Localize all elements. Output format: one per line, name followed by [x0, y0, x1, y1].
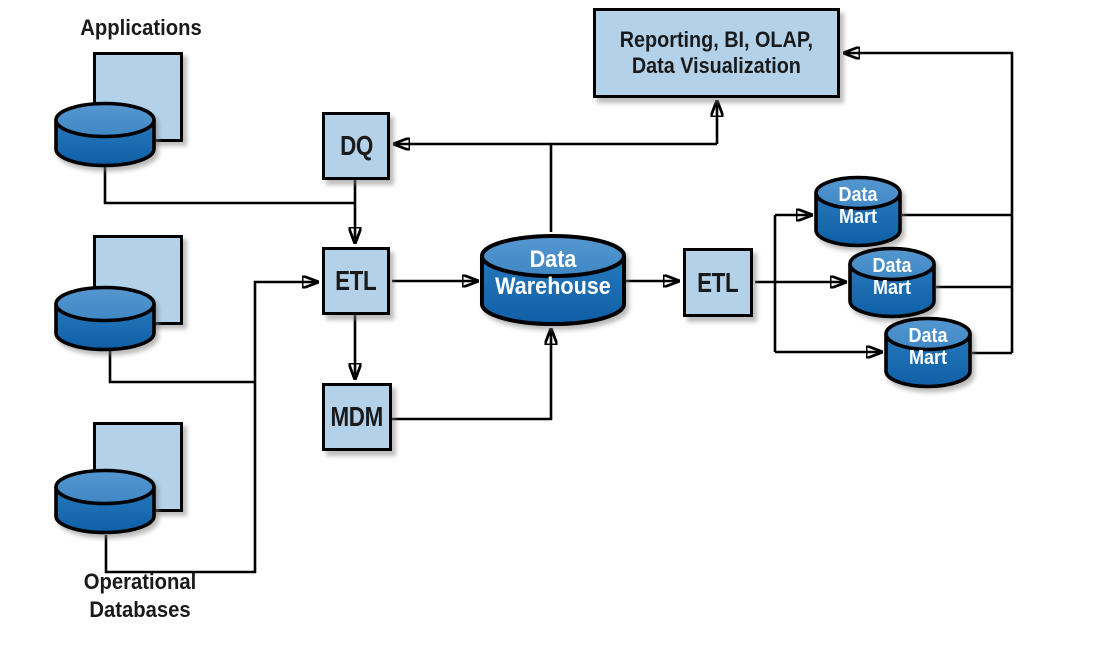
edge-source1-to-junction — [103, 166, 354, 205]
database-cylinder-icon — [54, 101, 156, 168]
etl-left-box: ETL — [322, 247, 390, 315]
reporting-label: Reporting, BI, OLAP, Data Visualization — [619, 27, 814, 78]
etl-right-box: ETL — [683, 248, 753, 317]
data-warehouse-cylinder — [480, 234, 626, 326]
database-cylinder-icon — [54, 285, 156, 352]
dq-label: DQ — [339, 130, 373, 161]
mdm-label: MDM — [330, 401, 384, 432]
database-cylinder-icon — [54, 468, 156, 535]
applications-label: Applications — [80, 15, 202, 40]
mdm-box: MDM — [322, 383, 392, 451]
reporting-box: Reporting, BI, OLAP, Data Visualization — [593, 8, 840, 98]
data-mart-cylinder — [884, 316, 972, 389]
etl-left-label: ETL — [335, 265, 377, 296]
arrow-mdm-to-warehouse — [392, 330, 551, 421]
data-mart-cylinder — [814, 175, 902, 248]
arrow-marts-to-reporting — [845, 53, 1014, 353]
edge-etl2-fanout-bus — [755, 215, 777, 352]
operational-databases-label: Operational Databases — [83, 569, 197, 622]
dq-box: DQ — [322, 112, 390, 180]
data-mart-cylinder — [848, 246, 936, 319]
etl-right-label: ETL — [697, 266, 739, 298]
arrow-sourcebus-to-etl — [104, 282, 317, 574]
edge-source2-to-bus — [108, 350, 256, 384]
